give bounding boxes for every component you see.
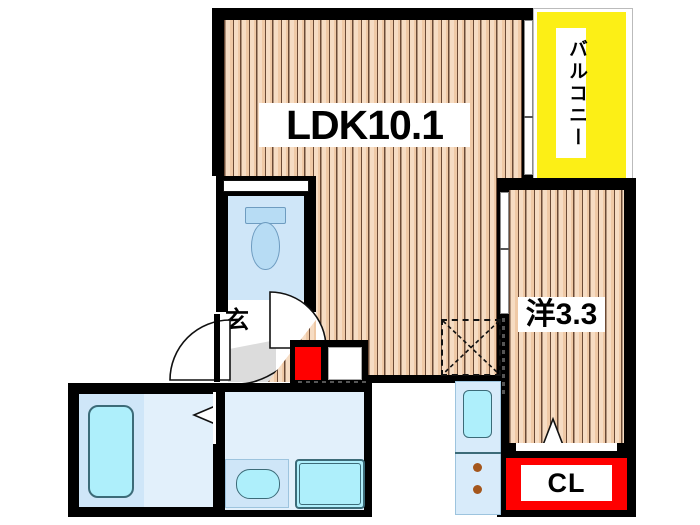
toilet-window [223, 180, 309, 192]
kitchen-sink [463, 390, 492, 438]
shoe-box-white [328, 347, 362, 380]
closet-door-opening [516, 443, 617, 451]
vanity-sink [236, 469, 280, 499]
balcony-label: バルコニー [556, 28, 587, 158]
bedroom-label: 洋3.3 [518, 297, 605, 332]
stove-burner-front [473, 463, 482, 472]
washing-machine-pan-inner [299, 463, 361, 505]
plan-outline-left [68, 383, 70, 517]
ldk-label: LDK10.1 [259, 103, 470, 147]
shoe-box-red [295, 347, 321, 380]
bedroom-door-mullion [500, 248, 509, 250]
bedroom-sliding-door [500, 192, 509, 314]
bathtub [88, 405, 134, 498]
bedroom-opening-dotted [502, 318, 505, 398]
stove-burner-back [473, 485, 482, 494]
ldk-balcony-door-mullion [524, 116, 533, 118]
ldk-balcony-sliding-door [524, 20, 533, 175]
overhead-storage-cross [442, 320, 500, 375]
entrance-door-jamb [214, 314, 220, 382]
toilet-bowl [251, 222, 280, 270]
closet-label: CL [521, 465, 612, 501]
entrance-door-swing-icon [169, 319, 231, 381]
kitchen-counter-divider [455, 452, 501, 454]
overhead-storage-marker [441, 319, 501, 376]
